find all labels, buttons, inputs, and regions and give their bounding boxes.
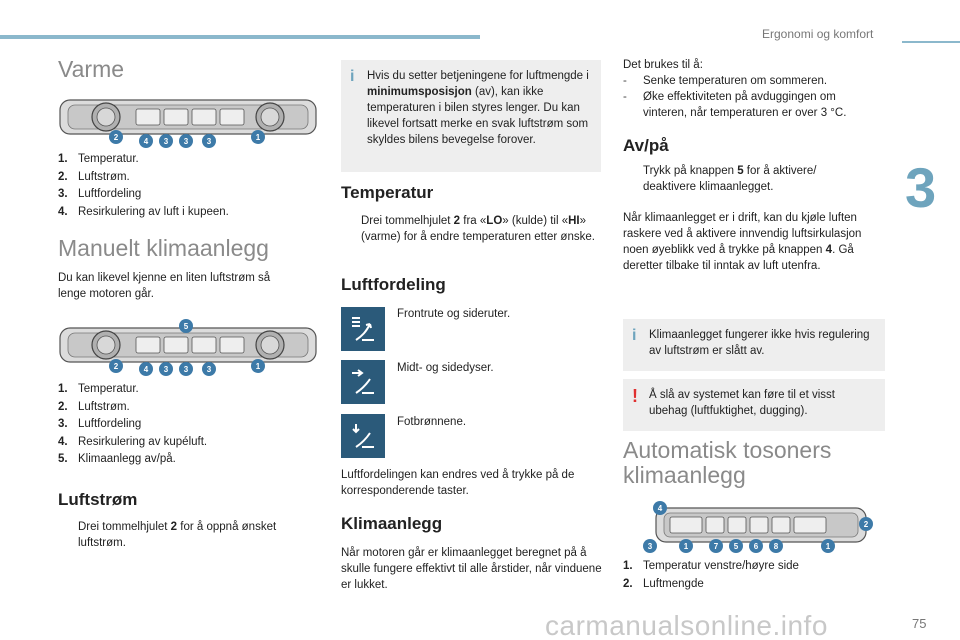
list-item: 1.Temperatur. (58, 153, 139, 165)
airflow-label: Frontrute og sideruter. (397, 308, 511, 320)
svg-text:5: 5 (734, 542, 739, 551)
list-item: 2.Luftstrøm. (58, 170, 130, 183)
list-item: 2.Luftmengde (623, 577, 704, 590)
brukes-item: -Senke temperaturen om sommeren. (623, 75, 828, 87)
svg-text:3: 3 (164, 365, 169, 374)
callout-badge: 3 (179, 134, 193, 148)
callout-badge: 3 (643, 539, 657, 553)
callout-badge: 3 (202, 134, 216, 148)
manuelt-legend-list: 1.Temperatur. 2.Luftstrøm. 3.Luftfordeli… (58, 381, 207, 469)
footwell-airflow-icon (341, 414, 385, 458)
brukes-intro: Det brukes til å: (623, 59, 703, 71)
info-icon: i (632, 327, 637, 344)
callout-badge: 4 (653, 501, 667, 515)
avpa-bullet: Trykk på knappen 5 for å aktivere/ deakt… (643, 165, 817, 193)
svg-text:5: 5 (184, 322, 189, 331)
svg-text:1: 1 (826, 542, 831, 551)
windscreen-airflow-icon (341, 307, 385, 351)
header-accent-bar (0, 35, 480, 39)
face-vents-airflow-icon (341, 360, 385, 404)
luftfordeling-footer: Luftfordelingen kan endres ved å trykke … (341, 469, 575, 497)
callout-badge: 3 (202, 362, 216, 376)
callout-badge: 1 (251, 130, 265, 144)
svg-text:1: 1 (256, 362, 261, 371)
callout-badge: 3 (179, 362, 193, 376)
svg-text:3: 3 (207, 365, 212, 374)
varme-heading: Varme (58, 56, 125, 82)
callout-badge: 3 (159, 134, 173, 148)
svg-text:6: 6 (754, 542, 759, 551)
warning-icon: ! (632, 386, 638, 406)
list-item: 3.Luftfordeling (58, 418, 142, 430)
heating-control-panel-illustration: 2 4 3 3 3 1 (59, 99, 317, 148)
klimaanlegg-text: Når motoren går er klimaanlegget beregne… (341, 547, 602, 591)
callout-badge: 3 (159, 362, 173, 376)
warning-box: ! Å slå av systemet kan føre til et viss… (623, 379, 885, 431)
manuelt-intro: Du kan likevel kjenne en liten luftstrøm… (58, 272, 271, 300)
svg-text:3: 3 (184, 137, 189, 146)
manuelt-heading: Manuelt klimaanlegg (58, 235, 269, 261)
avpa-heading: Av/på (623, 136, 669, 155)
callout-badge: 5 (729, 539, 743, 553)
chapter-accent-bar (902, 41, 960, 43)
chapter-number: 3 (905, 156, 937, 219)
svg-text:4: 4 (144, 365, 149, 374)
list-item: 1.Temperatur. (58, 383, 139, 395)
dual-zone-ac-panel-illustration: 4 2 3 1 7 5 6 8 1 (643, 501, 873, 553)
luftstrom-bullet: Drei tommelhjulet 2 for å oppnå ønsket l… (78, 521, 277, 549)
svg-text:1: 1 (256, 133, 261, 142)
callout-badge: 1 (679, 539, 693, 553)
automatisk-heading: Automatisk tosoners klimaanlegg (623, 437, 832, 489)
callout-badge: 2 (109, 359, 123, 373)
brukes-item: -Øke effektiviteten på avduggingen om vi… (623, 91, 847, 119)
svg-text:4: 4 (144, 137, 149, 146)
svg-text:2: 2 (114, 133, 119, 142)
manual-ac-control-panel-illustration: 5 2 4 3 3 3 1 (59, 319, 317, 376)
list-item: 2.Luftstrøm. (58, 400, 130, 413)
airflow-label: Fotbrønnene. (397, 416, 467, 428)
list-item: 4.Resirkulering av luft i kupeen. (58, 205, 229, 218)
callout-badge: 8 (769, 539, 783, 553)
svg-text:1: 1 (684, 542, 689, 551)
callout-badge: 5 (179, 319, 193, 333)
temperatur-heading: Temperatur (341, 183, 434, 202)
automatisk-legend-list: 1.Temperatur venstre/høyre side 2.Luftme… (623, 558, 799, 593)
svg-text:2: 2 (114, 362, 119, 371)
avpa-paragraph: Når klimaanlegget er i drift, kan du kjø… (623, 212, 862, 272)
page-number: 75 (912, 616, 927, 631)
callout-badge: 2 (859, 517, 873, 531)
svg-text:2: 2 (864, 520, 869, 529)
list-item: 3.Luftfordeling (58, 188, 142, 200)
callout-badge: 7 (709, 539, 723, 553)
klimaanlegg-heading: Klimaanlegg (341, 514, 443, 533)
svg-text:3: 3 (648, 542, 653, 551)
chapter-title: Ergonomi og komfort (762, 27, 874, 41)
info-icon: i (350, 68, 355, 85)
list-item: 1.Temperatur venstre/høyre side (623, 560, 799, 572)
svg-text:4: 4 (658, 504, 663, 513)
svg-text:3: 3 (164, 137, 169, 146)
callout-badge: 4 (139, 134, 153, 148)
temperatur-bullet: Drei tommelhjulet 2 fra «LO» (kulde) til… (361, 215, 595, 243)
svg-text:3: 3 (207, 137, 212, 146)
svg-text:7: 7 (714, 542, 719, 551)
info-box-airflow-off: i Klimaanlegget fungerer ikke hvis regul… (623, 319, 885, 371)
callout-badge: 4 (139, 362, 153, 376)
callout-badge: 1 (821, 539, 835, 553)
info-box-min-position: i Hvis du setter betjeningene for luftme… (341, 60, 601, 172)
varme-legend-list: 1.Temperatur. 2.Luftstrøm. 3.Luftfordeli… (58, 151, 229, 221)
list-item: 5.Klimaanlegg av/på. (58, 453, 176, 465)
svg-text:3: 3 (184, 365, 189, 374)
luftstrom-heading: Luftstrøm (58, 490, 138, 509)
svg-text:8: 8 (774, 542, 779, 551)
callout-badge: 2 (109, 130, 123, 144)
callout-badge: 6 (749, 539, 763, 553)
callout-badge: 1 (251, 359, 265, 373)
list-item: 4.Resirkulering av kupéluft. (58, 435, 208, 448)
airflow-label: Midt- og sidedyser. (397, 362, 494, 374)
luftfordeling-heading: Luftfordeling (341, 275, 446, 294)
watermark: carmanualsonline.info (545, 610, 828, 640)
